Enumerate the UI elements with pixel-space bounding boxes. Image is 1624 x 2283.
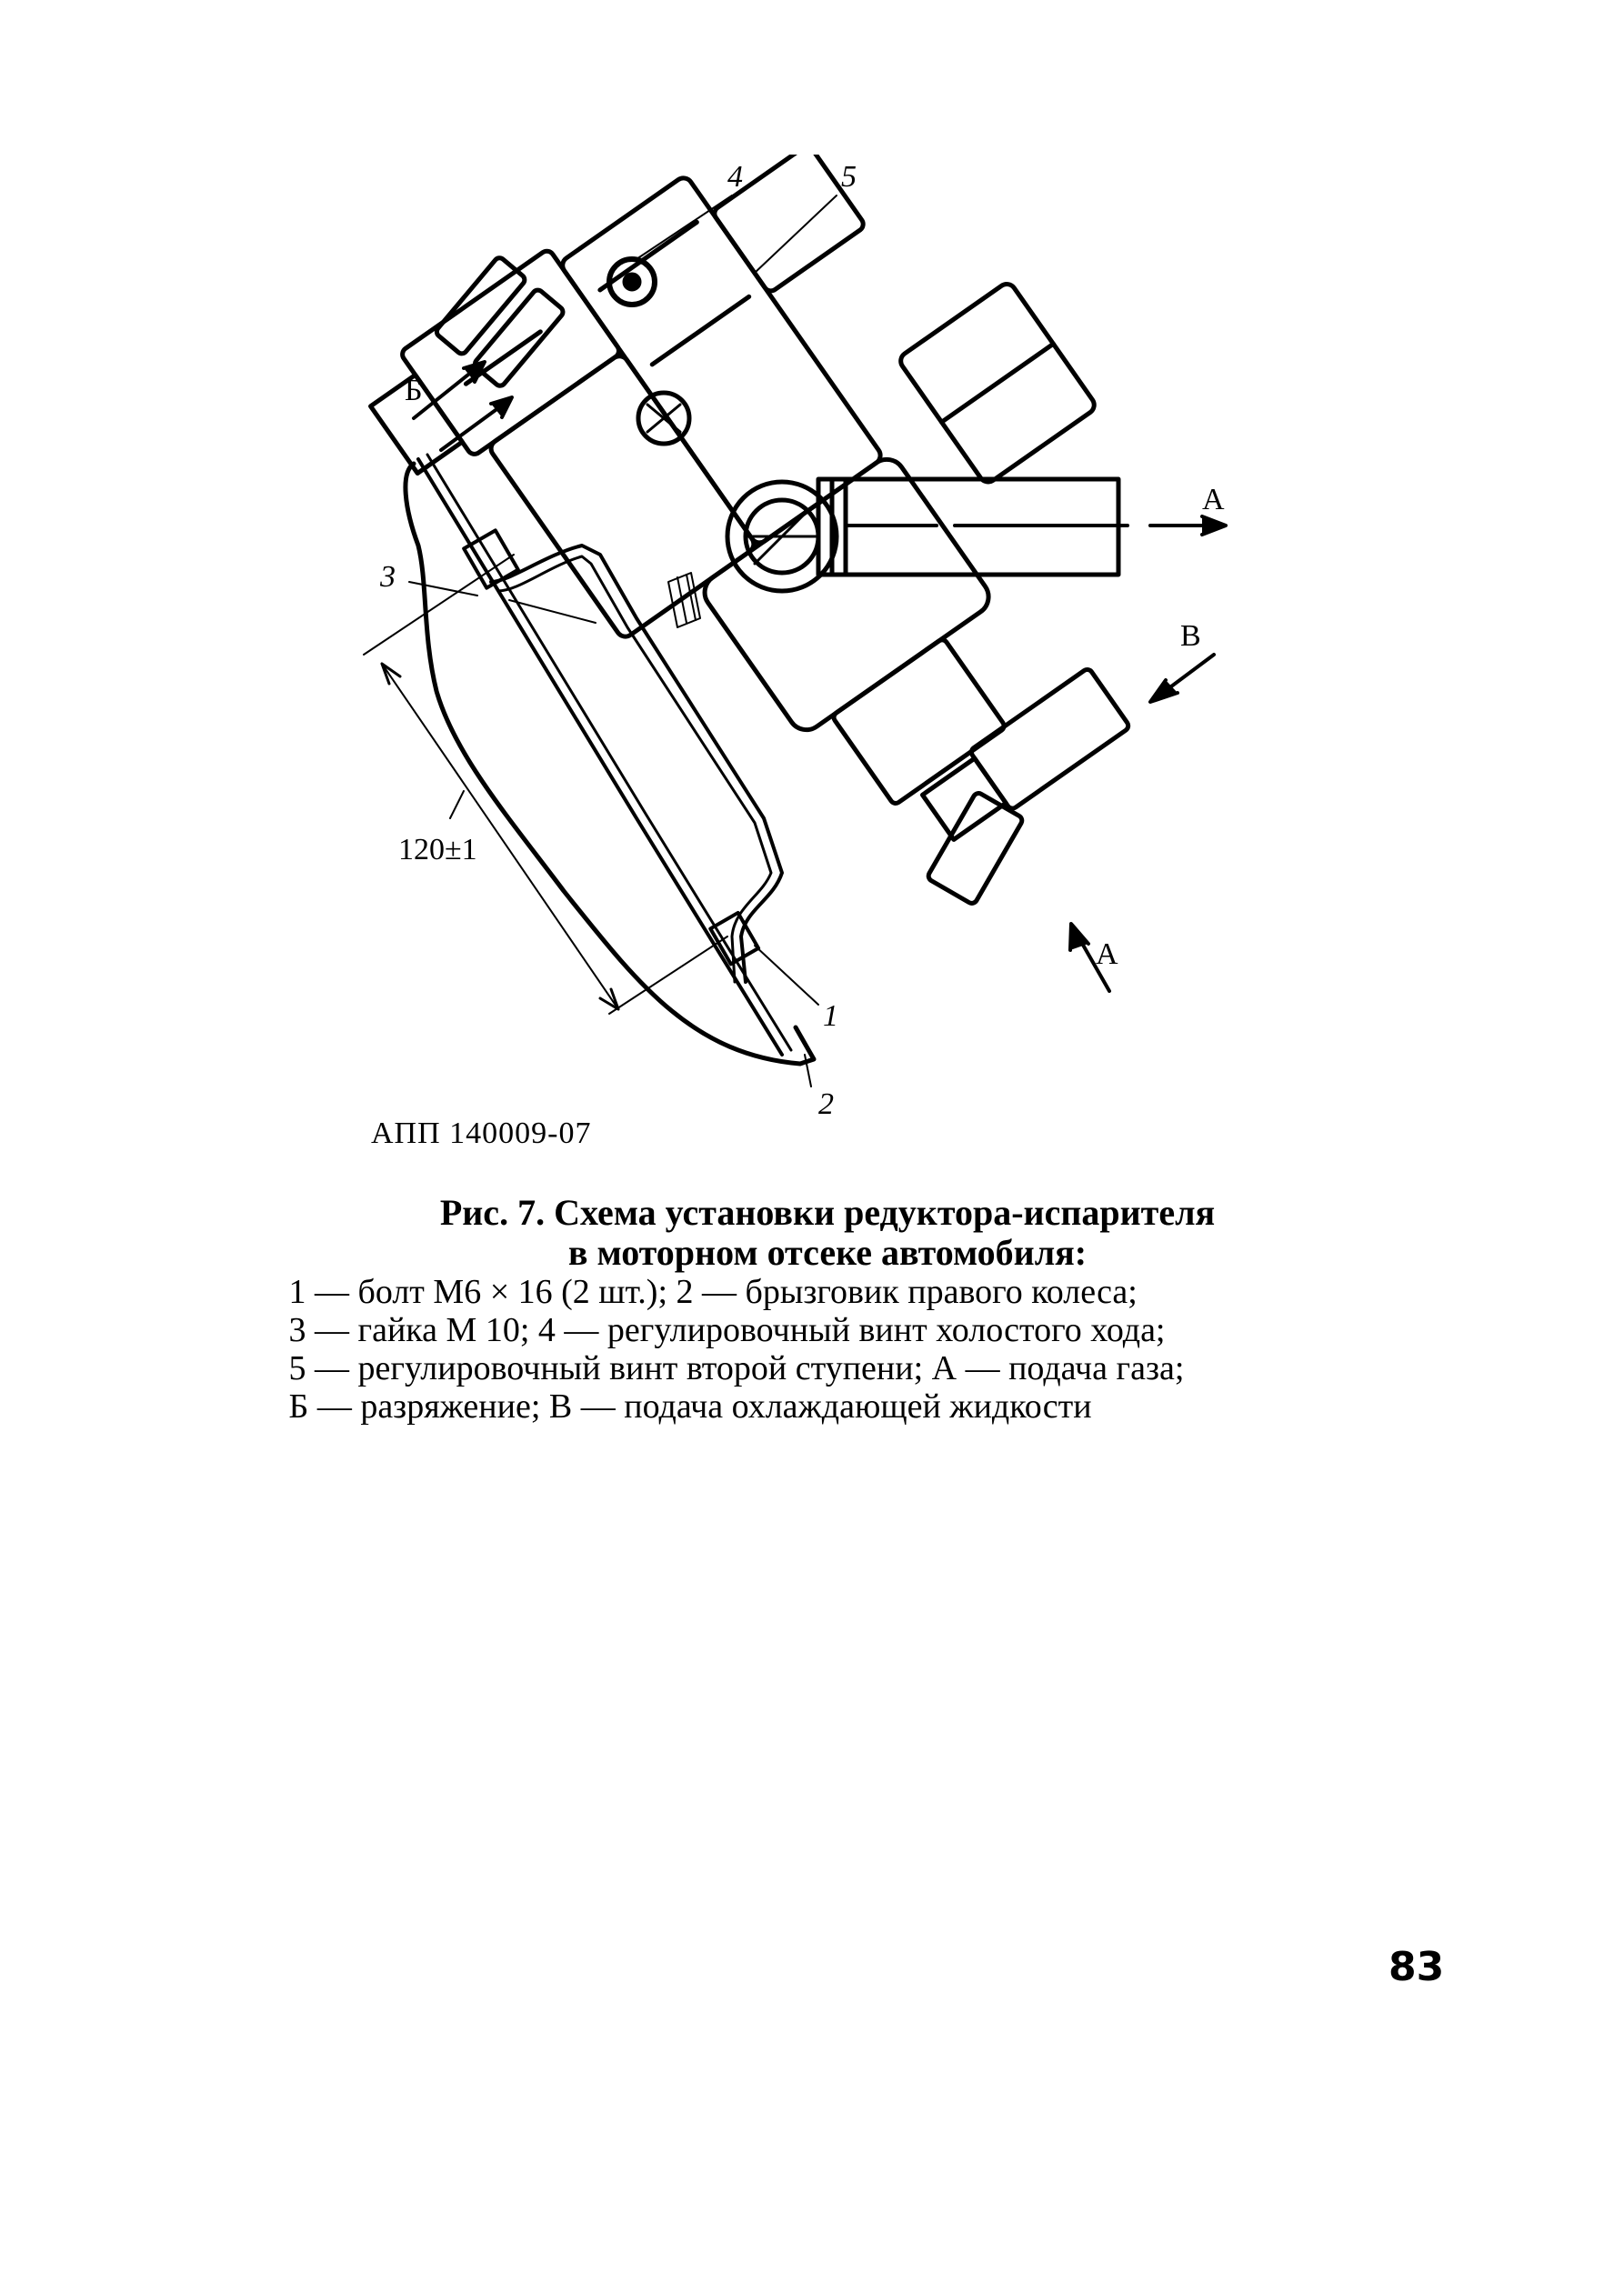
drawing-code: АПП 140009-07 [371, 1116, 592, 1150]
caption-title-line-2: в моторном отсеке автомобиля: [567, 1232, 1088, 1273]
reducer-evaporator-diagram: 4 5 3 1 2 Б А В А 120±1 [346, 145, 1255, 1155]
flow-label-b-vacuum: Б [405, 374, 423, 407]
page-number: 83 [1388, 1944, 1445, 1990]
flow-label-a-out: А [1202, 483, 1225, 516]
callout-2: 2 [818, 1087, 834, 1121]
callout-5: 5 [841, 160, 857, 194]
flow-label-v-coolant: В [1180, 619, 1201, 653]
callout-4: 4 [727, 160, 743, 194]
legend-line: 1 — болт М6 × 16 (2 шт.); 2 — брызговик … [288, 1273, 1138, 1311]
callout-1: 1 [823, 999, 838, 1033]
diagram-drawing: 4 5 3 1 2 Б А В А 120±1 [363, 145, 1228, 1121]
caption-title-line-1: Рис. 7. Схема установки редуктора-испари… [439, 1192, 1216, 1233]
legend-line: Б — разряжение; В — подача охлаждающей ж… [288, 1387, 1092, 1426]
flow-label-a-in: А [1096, 937, 1118, 971]
legend-line: 5 — регулировочный винт второй ступени; … [288, 1349, 1185, 1387]
mudguard-outline [403, 461, 817, 1066]
legend-line: 3 — гайка М 10; 4 — регулировочный винт … [288, 1311, 1166, 1349]
dimension-label: 120±1 [398, 833, 477, 866]
callout-3: 3 [379, 560, 396, 594]
caption-legend: 1 — болт М6 × 16 (2 шт.); 2 — брызговик … [289, 1273, 1367, 1426]
figure-caption: Рис. 7. Схема установки редуктора-испари… [264, 1192, 1391, 1427]
leader-4 [636, 195, 733, 260]
leader-5 [754, 195, 837, 274]
